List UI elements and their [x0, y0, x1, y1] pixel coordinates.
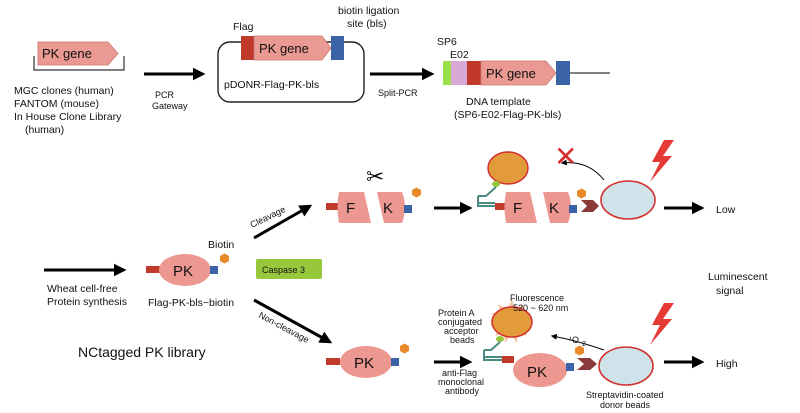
sp6-segment	[443, 61, 451, 85]
template-flag-tag	[467, 61, 481, 85]
protein-a	[496, 336, 504, 342]
antibody-line-3: antibody	[445, 386, 480, 396]
singlet-oxygen-arrow	[550, 333, 605, 351]
cleaved-protein-a	[492, 181, 500, 187]
pdonr-vector: PK gene pDONR-Flag-PK-bls	[217, 35, 365, 103]
acceptor-line-3: acceptor	[444, 326, 479, 336]
bls-label-line-1: biotin ligation	[338, 5, 399, 17]
flag-tag	[241, 36, 254, 60]
intact-pk-label: PK	[354, 355, 374, 372]
singlet-oxygen-label: ¹O	[569, 335, 579, 345]
template-gene-label: PK gene	[486, 66, 536, 81]
gene-label: PK gene	[42, 46, 92, 61]
uncleaved-lightning-icon	[650, 303, 674, 345]
cleaved-antibody	[477, 186, 497, 207]
intact-protein: PK	[326, 343, 409, 378]
synthesis-line-2: Protein synthesis	[47, 296, 127, 308]
pcr-label: PCR	[155, 90, 175, 100]
scissors-icon: ✂	[366, 164, 384, 189]
caspase-label: Caspase 3	[262, 265, 305, 275]
bls-label-line-2: site (bls)	[347, 18, 387, 30]
caspase-badge	[256, 259, 322, 279]
fragment-biotin-icon	[412, 187, 421, 198]
signal-line-1: Luminescent	[708, 271, 768, 283]
fragment-k-label: K	[383, 200, 393, 217]
flag-label: Flag	[233, 21, 254, 33]
cleaved-donor-bead	[600, 180, 656, 220]
pdonr-gene-label: PK gene	[259, 41, 309, 56]
acceptor-line-4: beads	[450, 335, 475, 345]
blocked-signal-arrow	[560, 159, 605, 181]
source-line-2: FANTOM (mouse)	[14, 98, 99, 110]
high-result-label: High	[716, 358, 738, 370]
fluorescence-line-1: Fluorescence	[510, 293, 564, 303]
split-pcr-label: Split-PCR	[378, 88, 418, 98]
acceptor-line-2: conjugated	[438, 317, 482, 327]
biotin-label: Biotin	[208, 239, 234, 251]
e02-segment	[451, 61, 467, 85]
source-clone-plasmid: PK gene	[33, 41, 125, 71]
acceptor-bead	[491, 306, 533, 338]
template-bls-tag	[556, 61, 570, 85]
cleaved-acceptor-complex: F	[477, 151, 537, 223]
cleaved-lightning-icon	[650, 140, 674, 182]
cleaved-donor-complex: K	[543, 180, 656, 223]
donor-bead	[598, 346, 654, 386]
fragment-k	[377, 192, 405, 223]
protein-bls-tag	[210, 266, 218, 274]
streptavidin	[577, 358, 597, 370]
donor-line-1: Streptavidin-coated	[586, 390, 664, 400]
sp6-label: SP6	[437, 36, 457, 48]
non-cleavage-arrow	[253, 298, 333, 344]
antibody-line-2: monoclonal	[438, 377, 484, 387]
protein-caption: Flag-PK-bls~biotin	[148, 297, 234, 309]
acceptor-line-1: Protein A	[438, 308, 475, 318]
bls-tag	[331, 36, 344, 60]
source-line-1: MGC clones (human)	[14, 85, 114, 97]
gateway-label: Gateway	[152, 101, 188, 111]
cleaved-k-label: K	[549, 200, 559, 217]
synthesis-line-1: Wheat cell-free	[47, 283, 118, 295]
anti-flag-antibody	[483, 341, 502, 361]
cleavage-label: Cleavage	[248, 204, 287, 230]
fragment-f	[337, 192, 371, 223]
template-caption-line-1: DNA template	[466, 96, 531, 108]
fragment-bls-tag	[404, 205, 412, 213]
cleaved-fragments: F K	[326, 187, 421, 223]
blocked-x-icon: ✕	[554, 141, 577, 172]
pk-protein	[159, 254, 211, 286]
protein-pk-label: PK	[173, 263, 193, 280]
source-line-3: In House Clone Library	[14, 111, 122, 123]
fragment-flag-tag	[326, 203, 339, 210]
cleaved-streptavidin	[581, 200, 599, 212]
antibody-line-1: anti-Flag	[442, 368, 477, 378]
protein-flag-tag	[146, 266, 160, 273]
uncleaved-acceptor-complex: PK	[483, 300, 654, 387]
complex-pk-label: PK	[527, 364, 547, 381]
fluorescence-line-2: 520 ~ 620 nm	[513, 303, 568, 313]
template-caption-line-2: (SP6-E02-Flag-PK-bls)	[454, 109, 561, 121]
source-line-4: (human)	[25, 124, 64, 136]
fragment-f-label: F	[346, 200, 355, 217]
dna-template: PK gene	[443, 60, 610, 86]
tagged-protein: PK	[146, 253, 229, 286]
cleaved-acceptor-bead	[487, 151, 529, 185]
cleaved-f-label: F	[513, 200, 522, 217]
e02-label: E02	[450, 49, 469, 61]
singlet-oxygen-subscript: 2	[582, 341, 586, 348]
biotin-icon	[220, 253, 229, 264]
donor-line-2: donor beads	[600, 400, 651, 410]
library-label: NCtagged PK library	[78, 344, 206, 360]
signal-line-2: signal	[716, 285, 743, 297]
low-result-label: Low	[716, 204, 736, 216]
cleavage-arrow	[253, 204, 313, 240]
pdonr-vector-label: pDONR-Flag-PK-bls	[224, 79, 319, 91]
